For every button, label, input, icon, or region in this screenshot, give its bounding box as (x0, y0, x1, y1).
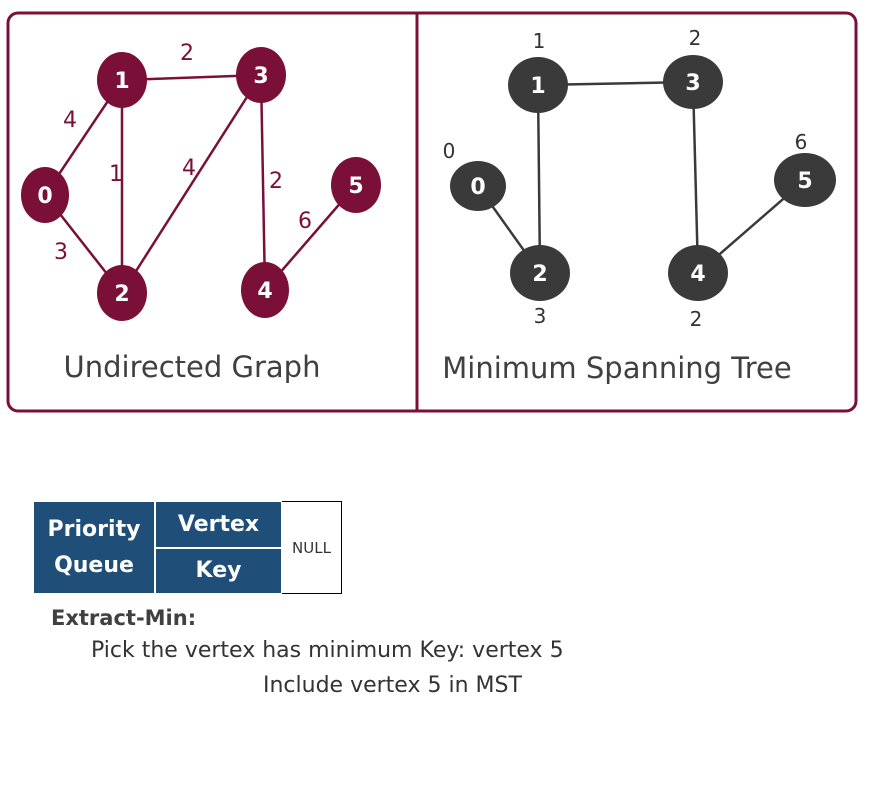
graph-edge-weight-0-2: 3 (54, 240, 68, 265)
mst-node-label-2: 2 (532, 262, 547, 287)
graph-edge-3-4 (259, 74, 267, 291)
graph-node-label-5: 5 (348, 174, 363, 199)
priority-queue-table: Priority Queue Vertex Key NULL (33, 501, 342, 594)
mst-edge-3-4 (691, 81, 700, 274)
extract-min-title: Extract-Min: (51, 606, 197, 630)
mst-node-key-0: 0 (443, 139, 456, 163)
graph-edge-weight-1-3: 2 (180, 41, 194, 66)
graph-node-label-4: 4 (257, 279, 272, 304)
mst-node-key-1: 1 (533, 29, 546, 53)
graph-node-0 (21, 167, 69, 223)
graph-node-label-1: 1 (114, 69, 129, 94)
graph-edge-2-3 (120, 74, 263, 294)
mst-node-label-1: 1 (530, 74, 545, 99)
priority-queue-header-column: Vertex Key (155, 501, 282, 594)
extract-min-step-line2: Include vertex 5 in MST (263, 673, 522, 698)
graph-node-label-3: 3 (253, 64, 268, 89)
graph-edge-weight-0-1: 4 (63, 108, 77, 133)
mst-node-label-4: 4 (690, 262, 705, 287)
key-header: Key (155, 547, 282, 594)
graph-caption: Undirected Graph (64, 350, 321, 384)
graph-edge-weight-2-3: 4 (182, 156, 196, 181)
queue-null-cell: NULL (282, 501, 342, 594)
graph-node-label-0: 0 (37, 184, 52, 209)
graph-node-3 (236, 47, 286, 103)
mst-node-key-5: 6 (795, 130, 808, 154)
mst-node-5 (774, 153, 836, 207)
graph-node-label-2: 2 (114, 282, 129, 307)
mst-node-4 (668, 245, 728, 301)
priority-queue-title-line2: Queue (54, 552, 134, 578)
vertex-header: Vertex (155, 501, 282, 548)
mst-caption: Minimum Spanning Tree (442, 351, 791, 385)
extract-min-step-line1: Pick the vertex has minimum Key: vertex … (91, 638, 564, 663)
graph-node-5 (331, 157, 381, 213)
panels-frame (6, 11, 858, 413)
mst-node-label-0: 0 (470, 175, 485, 200)
mst-node-key-4: 2 (690, 307, 703, 331)
graph-edge-weight-4-5: 6 (298, 209, 312, 234)
graph-edge-weight-3-4: 2 (269, 169, 283, 194)
mst-node-key-2: 3 (534, 304, 547, 328)
mst-edge-1-2 (536, 84, 542, 274)
graph-node-2 (97, 265, 147, 321)
mst-node-1 (508, 57, 568, 113)
priority-queue-label: Priority Queue (33, 501, 155, 594)
mst-node-2 (510, 245, 570, 301)
mst-node-key-3: 2 (689, 26, 702, 50)
graph-edge-weight-1-2: 1 (109, 162, 123, 187)
mst-node-label-5: 5 (797, 169, 812, 194)
graph-node-4 (241, 262, 289, 318)
mst-node-label-3: 3 (685, 71, 700, 96)
mst-node-3 (663, 55, 723, 109)
mst-node-0 (450, 161, 506, 211)
priority-queue-title-line1: Priority (47, 516, 141, 542)
minimum-spanning-tree: 00 1 1 2 3 3 2 4 2 5 6 (443, 26, 836, 331)
graph-node-1 (97, 52, 147, 108)
